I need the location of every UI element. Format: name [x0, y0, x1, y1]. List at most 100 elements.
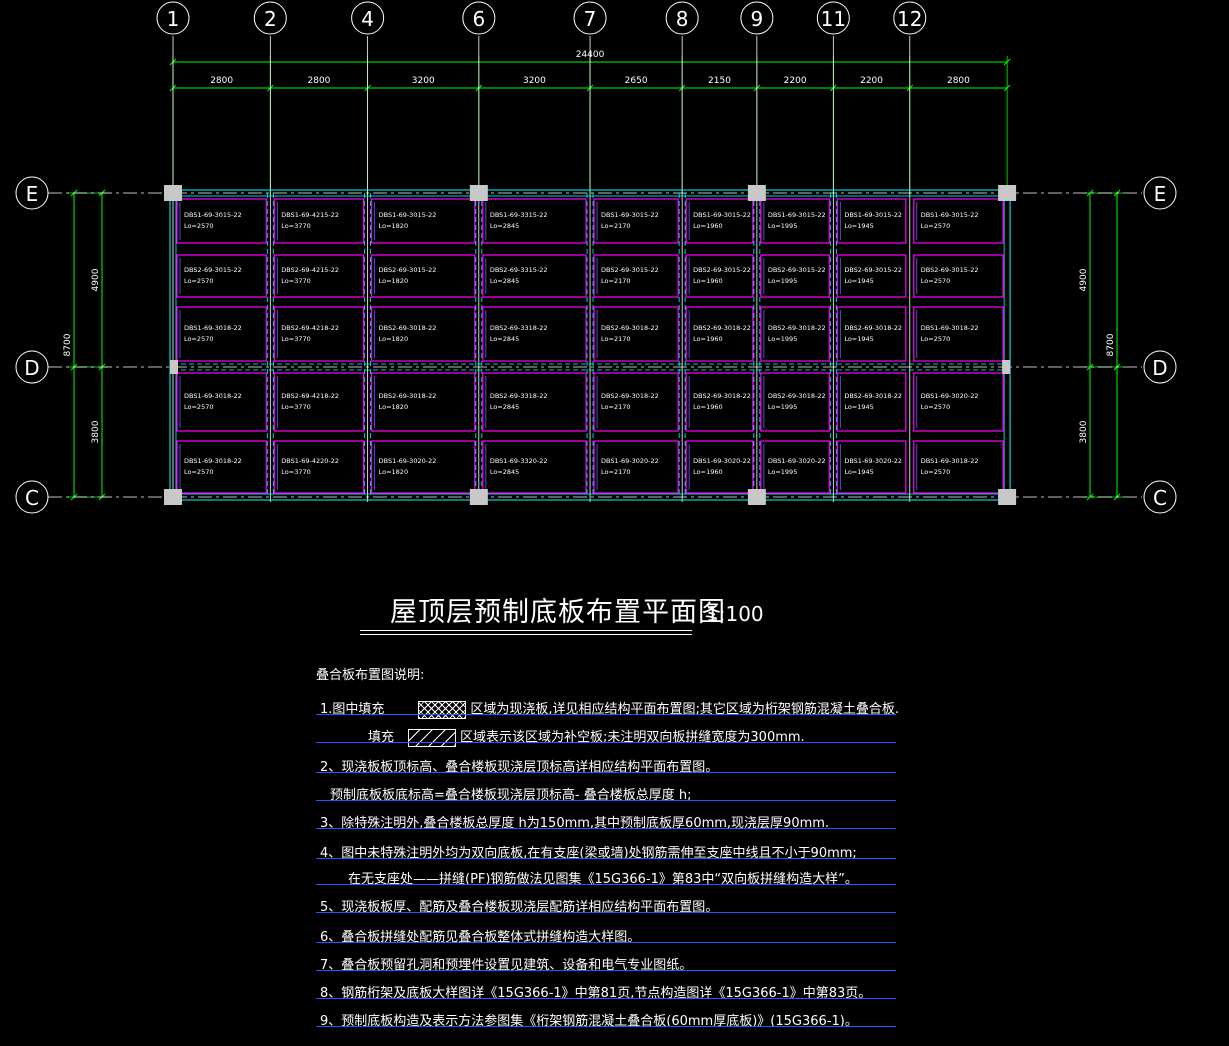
axis-bubble-C	[1143, 480, 1177, 514]
slab-id: DBS1-69-3015-22	[921, 211, 979, 219]
note-item: 3、除特殊注明外,叠合楼板总厚度 h为150mm,其中预制底板厚60mm,现浇层…	[320, 812, 829, 831]
structural-column	[998, 185, 1017, 201]
slab-panel	[760, 372, 830, 432]
drawing-title: 屋顶层预制底板布置平面图	[390, 597, 726, 628]
slab-length: Lo=1820	[379, 277, 408, 285]
slab-id: DBS1-69-3018-22	[184, 457, 242, 465]
axis-bubble-9	[740, 1, 774, 35]
slab-panel	[836, 372, 907, 432]
slab-id: DBS2-69-3018-22	[844, 392, 902, 400]
slab-length: Lo=1995	[768, 335, 797, 343]
note-underline	[316, 1026, 896, 1027]
axis-label-C: C	[1153, 486, 1167, 510]
slab-panel	[685, 198, 754, 244]
slab-id: DBS2-69-3018-22	[379, 392, 437, 400]
right-row-depth-label: 4900	[1079, 268, 1089, 291]
slab-id: DBS2-69-3315-22	[490, 266, 548, 274]
bay-width-label: 2800	[210, 76, 233, 86]
axis-bubble-12	[893, 1, 927, 35]
slab-id: DBS1-69-3320-22	[490, 457, 548, 465]
axis-label-12: 12	[897, 7, 922, 31]
note-text-cont: 区域表示该区域为补空板;未注明双向板拼缝宽度为300mm.	[460, 730, 805, 745]
note-text: 4、图中未特殊注明外均为双向底板,在有支座(梁或墙)处钢筋需伸至支座中线且不小于…	[320, 846, 857, 861]
slab-panel	[685, 372, 754, 432]
note-item: 在无支座处——拼缝(PF)钢筋做法见图集《15G366-1》第83中“双向板拼缝…	[348, 868, 858, 887]
note-text: 7、叠合板预留孔洞和预埋件设置见建筑、设备和电气专业图纸。	[320, 958, 693, 973]
slab-panel	[482, 198, 587, 244]
slab-panel	[371, 306, 476, 362]
slab-panel	[273, 372, 365, 432]
structural-column	[747, 185, 766, 201]
slab-length: Lo=1960	[693, 468, 722, 476]
axis-bubble-C	[15, 480, 49, 514]
axis-label-2: 2	[264, 7, 277, 31]
note-item: 预制底板板底标高=叠合楼板现浇层顶标高- 叠合楼板总厚度 h;	[330, 784, 691, 803]
slab-length: Lo=2570	[921, 403, 950, 411]
note-item: 1.图中填充区域为现浇板,详见相应结构平面布置图;其它区域为桁架钢筋混凝土叠合板…	[320, 698, 899, 719]
slab-id: DBS1-69-3315-22	[490, 211, 548, 219]
bay-width-label: 3200	[412, 76, 435, 86]
note-text: 8、钢筋桁架及底板大样图详《15G366-1》中第81页,节点构造图详《15G3…	[320, 986, 872, 1001]
structural-column	[164, 489, 182, 505]
slab-panel	[371, 254, 476, 298]
axis-bubble-7	[573, 1, 607, 35]
cross-hatch-swatch	[418, 700, 467, 719]
slab-panel	[760, 254, 830, 298]
bay-width-label: 2800	[947, 76, 970, 86]
slab-id: DBS1-69-4215-22	[281, 211, 339, 219]
beam-frame-layer	[169, 189, 1011, 501]
structural-column	[170, 360, 178, 374]
note-underline	[316, 912, 896, 913]
title-underline	[360, 630, 692, 631]
slab-panel	[371, 372, 476, 432]
slab-id: DBS2-69-3015-22	[379, 266, 437, 274]
slab-id: DBS2-69-3018-22	[844, 324, 902, 332]
slab-id: DBS2-69-3015-22	[693, 266, 751, 274]
slab-length: Lo=1945	[844, 277, 873, 285]
slab-length: Lo=2845	[490, 335, 519, 343]
slab-length: Lo=2170	[601, 277, 630, 285]
slab-panel	[760, 306, 830, 362]
slab-id: DBS2-69-3015-22	[601, 266, 659, 274]
slab-length: Lo=1820	[379, 335, 408, 343]
axis-bubble-1	[156, 1, 190, 35]
slab-panel	[273, 306, 365, 362]
axis-bubble-E	[15, 176, 49, 210]
slab-id: DBS1-69-3015-22	[844, 211, 902, 219]
slab-id: DBS1-69-3018-22	[921, 457, 979, 465]
note-item: 9、预制底板构造及表示方法参图集《桁架钢筋混凝土叠合板(60mm厚底板)》(15…	[320, 1010, 858, 1029]
slab-panel	[273, 254, 365, 298]
slab-panel	[685, 254, 754, 298]
note-underline	[316, 858, 896, 859]
slab-panel	[593, 254, 679, 298]
note-text: 预制底板板底标高=叠合楼板现浇层顶标高- 叠合楼板总厚度 h;	[330, 788, 692, 803]
slab-length: Lo=2570	[921, 468, 950, 476]
beam-outline-inner	[175, 195, 1005, 495]
slab-id: DBS2-69-3318-22	[490, 392, 548, 400]
slab-panel	[482, 306, 587, 362]
slab-id: DBS1-69-3018-22	[184, 392, 242, 400]
slab-panel	[685, 306, 754, 362]
note-text: 9、预制底板构造及表示方法参图集《桁架钢筋混凝土叠合板(60mm厚底板)》(15…	[320, 1014, 858, 1029]
note-underline	[316, 800, 896, 801]
note-item: 8、钢筋桁架及底板大样图详《15G366-1》中第81页,节点构造图详《15G3…	[320, 982, 871, 1001]
slab-id: DBS1-69-4220-22	[281, 457, 339, 465]
bay-width-label: 3200	[523, 76, 546, 86]
axis-label-7: 7	[584, 7, 597, 31]
slab-panel	[176, 372, 267, 432]
bay-width-label: 2150	[708, 76, 731, 86]
slab-id: DBS2-69-4215-22	[281, 266, 339, 274]
slab-id: DBS2-69-3018-22	[379, 324, 437, 332]
slab-length: Lo=1945	[844, 468, 873, 476]
note-text: 6、叠合板拼缝处配筋见叠合板整体式拼缝构造大样图。	[320, 930, 641, 945]
right-row-depth-label: 3800	[1079, 420, 1089, 443]
slab-id: DBS1-69-3020-22	[921, 392, 979, 400]
axis-label-D: D	[1152, 356, 1167, 380]
slab-length: Lo=2845	[490, 403, 519, 411]
slab-panel	[273, 198, 365, 244]
slab-id: DBS2-69-3018-22	[768, 324, 826, 332]
note-underline	[316, 970, 896, 971]
slab-panel	[593, 306, 679, 362]
